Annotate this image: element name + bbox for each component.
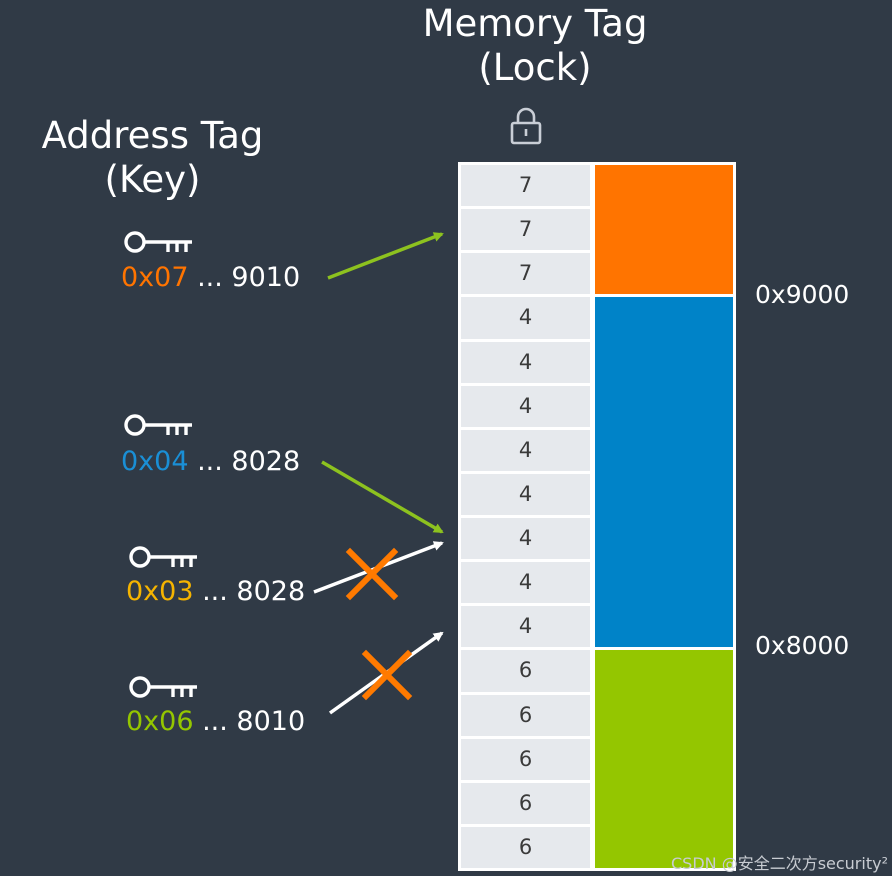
memory-tag-cell: 4 (461, 385, 590, 427)
address-entry: 0x06 ... 8010 (126, 706, 305, 738)
memory-tag-cell: 7 (461, 253, 590, 295)
address-offset: ... 9010 (188, 262, 301, 293)
key-icon (124, 414, 192, 436)
key-icon (129, 676, 197, 698)
address-tag-value: 0x07 (121, 262, 189, 293)
valid-access-arrow (321, 460, 444, 534)
key-icon (124, 231, 192, 253)
address-entry: 0x03 ... 8028 (126, 576, 305, 608)
memory-tag-cell: 6 (461, 650, 590, 692)
memory-block (595, 297, 733, 648)
address-tag-title: Address Tag (Key) (30, 114, 275, 202)
address-tag-value: 0x06 (126, 706, 194, 737)
address-tag-title-line2: (Key) (104, 158, 201, 201)
address-offset: ... 8028 (188, 446, 301, 477)
memory-tag-cell: 6 (461, 826, 590, 868)
memory-tag-cell: 4 (461, 606, 590, 648)
memory-tag-title-line2: (Lock) (478, 46, 592, 89)
memory-tag-cell: 6 (461, 782, 590, 824)
memory-tag-cell: 4 (461, 473, 590, 515)
address-tag-value: 0x03 (126, 576, 194, 607)
memory-block (595, 650, 733, 868)
memory-tag-cell: 6 (461, 738, 590, 780)
memory-tag-cell: 7 (461, 209, 590, 251)
lock-icon (510, 107, 542, 145)
memory-tag-cell: 4 (461, 562, 590, 604)
memory-tag-cell: 4 (461, 341, 590, 383)
watermark: CSDN @安全二次方security² (670, 854, 888, 873)
memory-tag-cell: 4 (461, 518, 590, 560)
address-offset: ... 8028 (193, 576, 306, 607)
cross-mark-icon (345, 547, 399, 601)
memory-block (595, 165, 733, 295)
address-tag-value: 0x04 (121, 446, 189, 477)
address-entry: 0x07 ... 9010 (121, 262, 300, 294)
address-tag-title-line1: Address Tag (41, 114, 264, 157)
memory-tag-cell: 4 (461, 297, 590, 339)
boundary-label-lower: 0x8000 (755, 631, 850, 660)
memory-tag-title-line1: Memory Tag (422, 2, 648, 45)
valid-access-arrow (327, 232, 444, 280)
memory-tag-cell: 6 (461, 694, 590, 736)
memory-tag-cell: 7 (461, 165, 590, 207)
address-entry: 0x04 ... 8028 (121, 446, 300, 478)
address-offset: ... 8010 (193, 706, 306, 737)
cross-mark-icon (361, 649, 413, 701)
memory-block-column (592, 162, 736, 871)
boundary-label-upper: 0x9000 (755, 280, 850, 309)
memory-tag-title: Memory Tag (Lock) (395, 2, 675, 90)
memory-tag-cell: 4 (461, 429, 590, 471)
key-icon (129, 546, 197, 568)
